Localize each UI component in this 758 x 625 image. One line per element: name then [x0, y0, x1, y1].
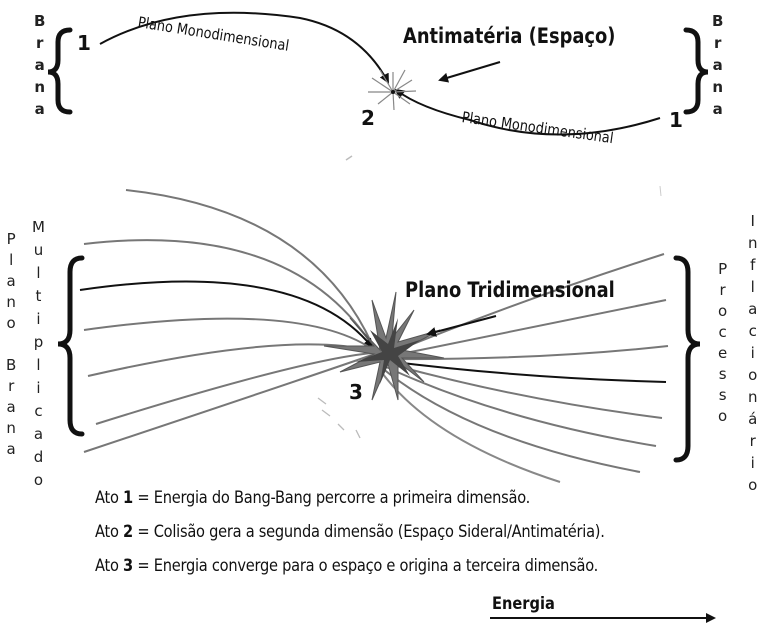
converging-line	[379, 369, 561, 483]
vertical-char: a	[33, 425, 44, 443]
number-2: 2	[361, 106, 375, 130]
converging-lines	[79, 189, 669, 483]
vertical-char: o	[748, 476, 758, 494]
starburst-small	[368, 69, 417, 111]
vertical-char	[9, 337, 14, 358]
vertical-char: B	[6, 356, 17, 374]
brace-bottom-left	[57, 255, 85, 437]
vertical-char: c	[718, 323, 727, 341]
vertical-char: i	[750, 344, 755, 362]
converging-line	[83, 239, 373, 346]
arc-mono-left	[99, 11, 389, 84]
vertical-char: a	[34, 56, 45, 74]
vertical-char: o	[33, 471, 44, 489]
vertical-char: i	[36, 310, 41, 328]
starburst-large	[323, 291, 445, 401]
vertical-char: s	[718, 386, 727, 404]
vertical-char: n	[34, 78, 46, 96]
vertical-char: c	[34, 402, 43, 420]
vertical-char: n	[6, 419, 16, 437]
legend-line-3: Ato 3 = Energia converge para o espaço e…	[95, 556, 599, 576]
vertical-char: B	[34, 12, 46, 30]
brace-top-right	[683, 27, 709, 115]
converging-line	[83, 354, 373, 453]
vertical-char: P	[718, 260, 728, 278]
vertical-char: l	[9, 251, 14, 269]
vertical-char: r	[719, 281, 726, 299]
vertical-char: l	[36, 356, 41, 374]
converging-line	[385, 362, 663, 419]
vertical-char: I	[750, 212, 755, 230]
vertical-char: P	[6, 230, 16, 248]
vertical-char: o	[748, 366, 758, 384]
converging-line	[95, 352, 373, 425]
vertical-char: a	[712, 100, 723, 118]
number-1-right: 1	[669, 108, 683, 132]
vertical-char: a	[712, 56, 723, 74]
vertical-char: n	[6, 293, 16, 311]
converging-line	[383, 365, 657, 447]
converging-line	[385, 299, 667, 358]
vertical-char: t	[35, 287, 42, 305]
vertical-char: l	[36, 264, 41, 282]
converging-line	[385, 253, 665, 356]
vertical-char: r	[8, 377, 15, 395]
vertical-char: n	[748, 234, 758, 252]
vertical-char: f	[750, 256, 756, 274]
vertical-char: d	[33, 448, 44, 466]
vertical-char: á	[748, 410, 758, 428]
vertical-char: u	[33, 241, 44, 259]
brace-top-left	[47, 27, 73, 115]
vertical-char: a	[6, 398, 16, 416]
vertical-char: a	[748, 300, 758, 318]
converging-line	[381, 367, 641, 473]
legend-line-2: Ato 2 = Colisão gera a segunda dimensão …	[95, 522, 605, 542]
label-antimateria: Antimatéria (Espaço)	[403, 24, 616, 48]
vertical-char: B	[712, 12, 724, 30]
vertical-char: M	[32, 218, 45, 236]
vertical-char: n	[748, 388, 758, 406]
converging-line	[385, 345, 669, 361]
vertical-char: o	[6, 314, 16, 332]
vertical-char: p	[33, 333, 44, 351]
pointer-antimatter	[438, 61, 501, 83]
label-plano-tridimensional: Plano Tridimensional	[405, 278, 615, 302]
vertical-char: a	[34, 100, 45, 118]
vertical-char: o	[718, 302, 728, 320]
label-energia: Energia	[492, 594, 555, 614]
vertical-char: n	[712, 78, 724, 96]
legend-line-1: Ato 1 = Energia do Bang-Bang percorre a …	[95, 488, 531, 508]
vertical-char: r	[714, 34, 722, 52]
vertical-char: o	[718, 407, 728, 425]
vertical-char: i	[750, 454, 755, 472]
vertical-char: i	[36, 379, 41, 397]
vertical-char: e	[718, 344, 728, 362]
converging-line	[83, 317, 373, 350]
vertical-char: c	[748, 322, 757, 340]
converging-line	[384, 357, 667, 383]
number-3: 3	[349, 380, 363, 404]
vertical-char: s	[718, 365, 727, 383]
vertical-char: r	[749, 432, 756, 450]
pointer-tridimensional	[426, 315, 497, 337]
vertical-char: l	[750, 278, 755, 296]
vertical-char: a	[6, 272, 16, 290]
vertical-char: a	[6, 440, 16, 458]
converging-line	[79, 280, 374, 349]
converging-line	[125, 189, 373, 345]
arc-mono-right	[394, 88, 661, 136]
brace-bottom-right	[673, 255, 701, 463]
number-1-left: 1	[77, 31, 91, 55]
vertical-char: r	[36, 34, 44, 52]
